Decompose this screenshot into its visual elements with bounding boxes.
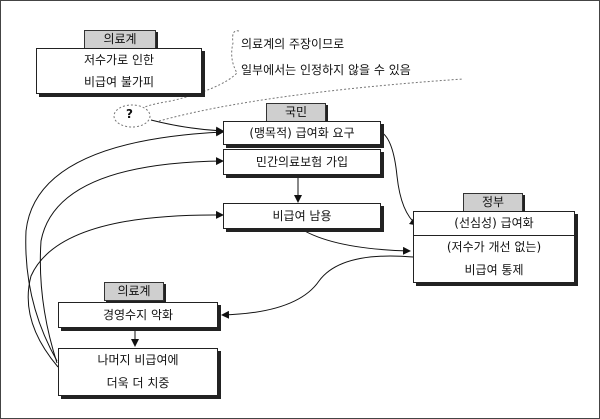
callout-note: 의료계의 주장이므로 일부에서는 인정하지 않을 수 있음 bbox=[237, 31, 415, 83]
arrow-misuse-to-government bbox=[297, 226, 411, 255]
noncovered-misuse-box: 비급여 남용 bbox=[223, 203, 381, 229]
concentrate-box: 나머지 비급여에 더욱 더 치중 bbox=[58, 348, 218, 396]
concentrate-line-1: 나머지 비급여에 bbox=[97, 353, 179, 367]
arrow-demand-to-government bbox=[378, 130, 418, 226]
arrow-question-to-demand bbox=[150, 119, 224, 135]
government-tag: 정부 bbox=[463, 193, 523, 212]
medical-top-box: 저수가로 인한 비급여 불가피 bbox=[36, 48, 202, 94]
management-deficit-box: 경영수지 악화 bbox=[58, 302, 218, 328]
question-mark: ? bbox=[126, 107, 133, 121]
arrow-loop-to-demand bbox=[25, 128, 224, 362]
citizens-tag: 국민 bbox=[266, 103, 326, 122]
arrow-loop-to-misuse bbox=[27, 210, 224, 368]
callout-line-2: 일부에서는 인정하지 않을 수 있음 bbox=[241, 63, 411, 77]
arrow-government-to-deficit bbox=[221, 255, 414, 319]
question-bubble bbox=[113, 104, 151, 128]
government-line-3: 비급여 통제 bbox=[464, 263, 524, 277]
government-line-1: (선심성) 급여화 bbox=[454, 216, 534, 230]
medical-bottom-tag: 의료계 bbox=[104, 282, 164, 301]
private-insurance-box: 민간의료보험 가입 bbox=[223, 149, 381, 175]
arrow-loop-to-insurance bbox=[39, 157, 224, 364]
medical-top-line-2: 비급여 불가피 bbox=[83, 75, 155, 89]
callout-line-1: 의료계의 주장이므로 bbox=[241, 37, 345, 51]
medical-top-tag: 의료계 bbox=[84, 30, 156, 49]
concentrate-line-2: 더욱 더 치중 bbox=[106, 376, 170, 390]
government-box: (선심성) 급여화 (저수가 개선 없는) 비급여 통제 bbox=[413, 211, 575, 283]
government-line-2: (저수가 개선 없는) bbox=[446, 240, 542, 254]
medical-top-line-1: 저수가로 인한 bbox=[83, 53, 155, 67]
callout-bottom-curve bbox=[158, 78, 464, 122]
citizens-demand-box: (맹목적) 급여화 요구 bbox=[223, 121, 381, 145]
